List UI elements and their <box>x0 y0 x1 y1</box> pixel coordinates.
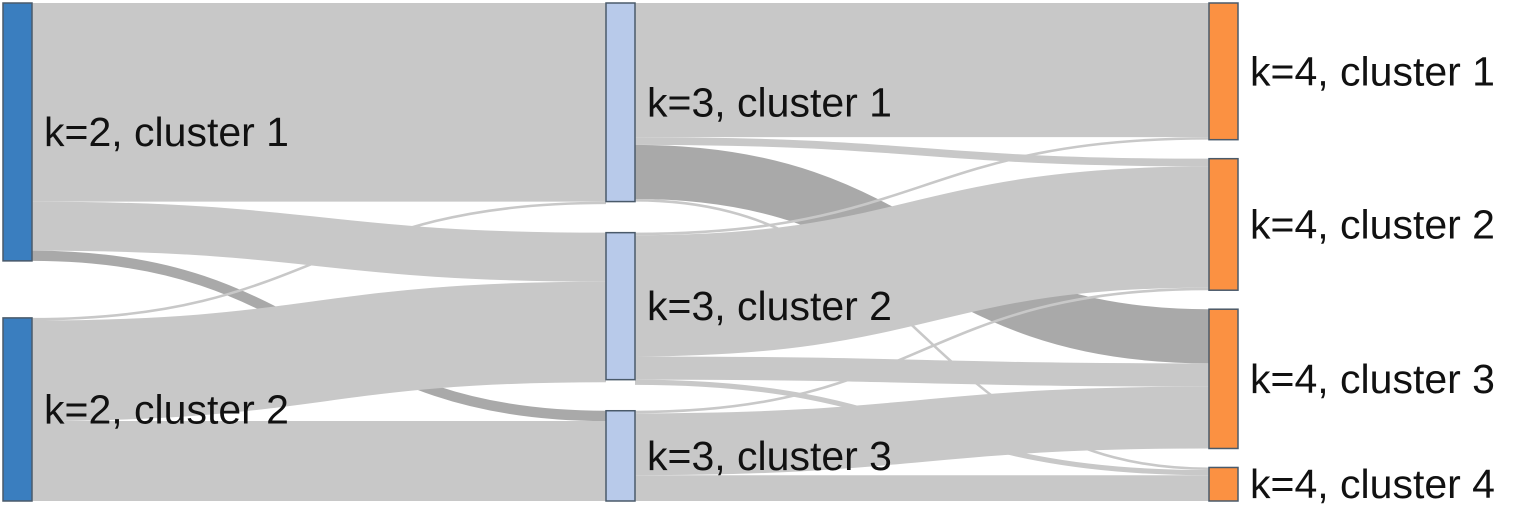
node-label-k4c4: k=4, cluster 4 <box>1250 461 1495 507</box>
node-k4c4 <box>1208 466 1239 502</box>
link-k3c3-to-k4c2 <box>634 287 1210 414</box>
link-k3c2-to-k4c3 <box>634 356 1210 387</box>
node-k4c1 <box>1208 2 1239 141</box>
node-label-k4c3: k=4, cluster 3 <box>1250 356 1495 402</box>
node-k4c3 <box>1208 308 1239 450</box>
sankey-nodes <box>2 2 1239 502</box>
node-k3c3 <box>605 409 636 502</box>
link-k3c1-to-k4c4 <box>634 198 1210 471</box>
node-label-k3c3: k=3, cluster 3 <box>647 433 892 479</box>
node-label-k4c1: k=4, cluster 1 <box>1250 48 1495 94</box>
node-label-k4c2: k=4, cluster 2 <box>1250 201 1495 247</box>
link-k3c1-to-k4c2 <box>634 137 1210 167</box>
link-k3c2-to-k4c1 <box>634 137 1210 236</box>
node-k2c2 <box>2 317 33 502</box>
link-k3c2-to-k4c2 <box>634 166 1210 357</box>
sankey-labels: k=2, cluster 1 k=2, cluster 2 k=3, cluster… <box>44 48 1495 507</box>
node-k3c1 <box>605 2 636 203</box>
link-k2c1-to-k3c2 <box>31 201 607 282</box>
sankey-links <box>31 2 1210 501</box>
link-k2c2-to-k3c1 <box>31 201 607 321</box>
link-k3c3-to-k4c3 <box>634 386 1210 476</box>
node-label-k3c1: k=3, cluster 1 <box>647 79 892 125</box>
node-k3c2 <box>605 231 636 381</box>
node-label-k2c1: k=2, cluster 1 <box>44 109 289 155</box>
node-k2c1 <box>2 2 33 262</box>
node-k4c2 <box>1208 157 1239 291</box>
node-label-k2c2: k=2, cluster 2 <box>44 386 289 432</box>
node-label-k3c2: k=3, cluster 2 <box>647 283 892 329</box>
link-k2c2-to-k3c2 <box>31 281 607 422</box>
